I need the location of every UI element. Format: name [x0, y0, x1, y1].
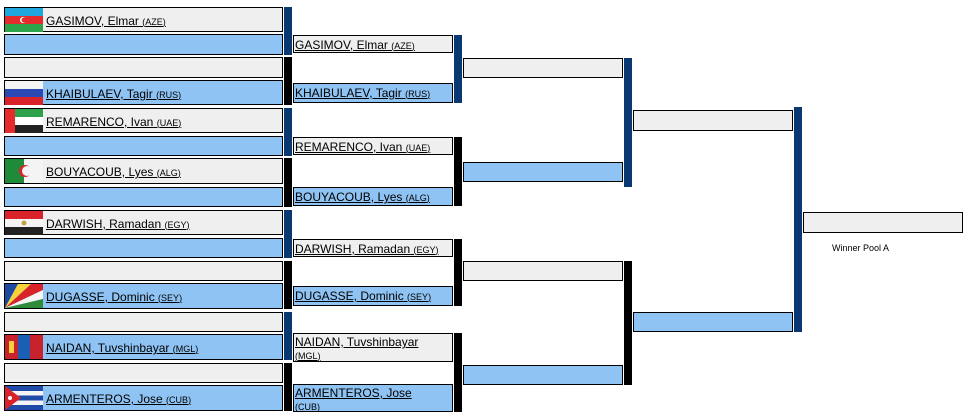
flag-alg-icon — [5, 159, 43, 183]
round1-entry-2[interactable]: KHAIBULAEV, Tagir (RUS) — [4, 80, 283, 105]
athlete-link[interactable]: REMARENCO, Ivan (UAE) — [295, 140, 431, 154]
athlete-link[interactable]: ARMENTEROS, Jose (CUB) — [46, 392, 192, 406]
round3-slot-4[interactable] — [463, 365, 623, 385]
round2-slot-6[interactable]: DUGASSE, Dominic (SEY) — [293, 286, 453, 306]
round2-slot-2[interactable]: KHAIBULAEV, Tagir (RUS) — [293, 83, 453, 103]
athlete-link[interactable]: NAIDAN, Tuvshinbayar (MGL) — [46, 341, 199, 355]
round1-entry-4[interactable]: BOUYACOUB, Lyes (ALG) — [4, 158, 283, 184]
bracket-connector — [454, 333, 462, 412]
bracket-connector — [284, 57, 292, 105]
round1-entry-5[interactable]: DARWISH, Ramadan (EGY) — [4, 210, 283, 235]
athlete-link[interactable]: ARMENTEROS, Jose(CUB) — [295, 386, 412, 413]
round4-slot-1[interactable] — [633, 110, 793, 131]
bracket-connector — [284, 7, 292, 55]
athlete-link[interactable]: NAIDAN, Tuvshinbayar(MGL) — [295, 335, 419, 362]
round1-entry-7[interactable]: NAIDAN, Tuvshinbayar (MGL) — [4, 334, 283, 360]
bracket-connector — [284, 312, 292, 360]
bracket-connector — [454, 239, 462, 306]
round1-entry-1[interactable]: GASIMOV, Elmar (AZE) — [4, 7, 283, 32]
athlete-link[interactable]: DUGASSE, Dominic (SEY) — [46, 290, 183, 304]
flag-rus-icon — [5, 81, 43, 105]
round1-spacer-3 — [4, 136, 283, 156]
athlete-link[interactable]: KHAIBULAEV, Tagir (RUS) — [46, 87, 182, 101]
winner-caption: Winner Pool A — [832, 243, 890, 253]
athlete-link[interactable]: BOUYACOUB, Lyes (ALG) — [46, 165, 181, 179]
round1-spacer-6 — [4, 261, 283, 281]
bracket-connector — [284, 108, 292, 156]
round1-spacer-4 — [4, 187, 283, 207]
bracket-connector — [284, 158, 292, 207]
winner-slot[interactable] — [803, 212, 963, 233]
round1-spacer-2 — [4, 57, 283, 78]
bracket-connector — [454, 137, 462, 206]
round3-slot-1[interactable] — [463, 58, 623, 78]
bracket-connector — [454, 35, 462, 103]
bracket-connector — [284, 261, 292, 309]
round3-slot-3[interactable] — [463, 261, 623, 281]
flag-egy-icon — [5, 211, 43, 235]
round1-entry-8[interactable]: ARMENTEROS, Jose (CUB) — [4, 385, 283, 411]
round1-entry-6[interactable]: DUGASSE, Dominic (SEY) — [4, 283, 283, 309]
round1-entry-3[interactable]: REMARENCO, Ivan (UAE) — [4, 108, 283, 133]
bracket-connector — [624, 261, 632, 385]
bracket-connector — [624, 58, 632, 187]
round2-slot-7[interactable]: NAIDAN, Tuvshinbayar(MGL) — [293, 333, 453, 362]
round2-slot-4[interactable]: BOUYACOUB, Lyes (ALG) — [293, 187, 453, 206]
flag-aze-icon — [5, 8, 43, 32]
athlete-link[interactable]: GASIMOV, Elmar (AZE) — [46, 14, 166, 28]
athlete-link[interactable]: DARWISH, Ramadan (EGY) — [46, 217, 190, 231]
bracket-connector — [284, 363, 292, 411]
athlete-link[interactable]: DUGASSE, Dominic (SEY) — [295, 289, 432, 303]
athlete-link[interactable]: DARWISH, Ramadan (EGY) — [295, 242, 439, 256]
round2-slot-8[interactable]: ARMENTEROS, Jose(CUB) — [293, 384, 453, 412]
athlete-link[interactable]: KHAIBULAEV, Tagir (RUS) — [295, 86, 431, 100]
round4-slot-2[interactable] — [633, 312, 793, 332]
flag-mgl-icon — [5, 335, 43, 359]
athlete-link[interactable]: BOUYACOUB, Lyes (ALG) — [295, 190, 430, 204]
flag-cub-icon — [5, 386, 43, 410]
bracket-connector — [284, 210, 292, 258]
round1-spacer-1 — [4, 34, 283, 55]
round1-spacer-7 — [4, 312, 283, 332]
flag-uae-icon — [5, 109, 43, 133]
flag-sey-icon — [5, 284, 43, 308]
round3-slot-2[interactable] — [463, 162, 623, 182]
athlete-link[interactable]: GASIMOV, Elmar (AZE) — [295, 38, 415, 52]
round2-slot-3[interactable]: REMARENCO, Ivan (UAE) — [293, 137, 453, 155]
athlete-link[interactable]: REMARENCO, Ivan (UAE) — [46, 115, 182, 129]
round1-spacer-8 — [4, 363, 283, 383]
bracket-connector — [794, 107, 802, 332]
round2-slot-5[interactable]: DARWISH, Ramadan (EGY) — [293, 239, 453, 257]
round2-slot-1[interactable]: GASIMOV, Elmar (AZE) — [293, 35, 453, 53]
round1-spacer-5 — [4, 238, 283, 258]
